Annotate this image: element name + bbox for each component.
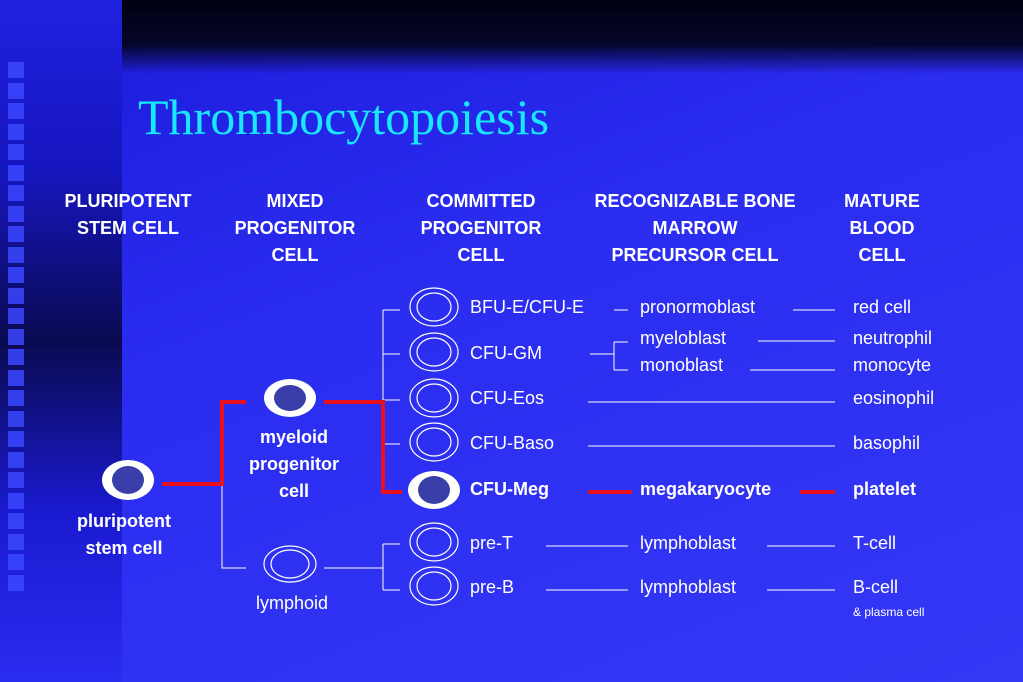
mature-plasma-note: & plasma cell	[853, 605, 925, 619]
pre-t-cell-icon	[409, 522, 459, 562]
decor-square	[8, 267, 24, 283]
mature-basophil: basophil	[853, 433, 921, 453]
header-mixed: MIXED PROGENITOR CELL	[234, 191, 356, 265]
page-title: Thrombocytopoiesis	[138, 89, 550, 145]
mature-red-cell: red cell	[853, 297, 912, 317]
committed-cfu-gm: CFU-GM	[470, 343, 542, 363]
bfu-e-cell-icon	[409, 287, 459, 327]
decor-square	[8, 144, 24, 160]
header-committed: COMMITTED PROGENITOR CELL	[420, 191, 542, 265]
committed-cell-icons	[409, 287, 459, 606]
pre-b-cell-icon	[409, 566, 459, 606]
precursor-lymphoblast-b: lymphoblast	[640, 577, 737, 597]
lymphoid-label: lymphoid	[256, 593, 329, 613]
header-mature: MATURE BLOOD CELL	[844, 191, 920, 265]
precursor-pronormoblast: pronormoblast	[640, 297, 756, 317]
mature-b-cell: B-cell	[853, 577, 899, 597]
decor-square	[8, 82, 24, 99]
committed-cfu-meg: CFU-Meg	[470, 479, 549, 499]
top-band	[122, 0, 1023, 44]
decor-square	[8, 308, 24, 324]
decor-square	[8, 533, 24, 550]
decor-square	[8, 164, 24, 181]
decor-square	[8, 513, 24, 529]
precursor-megakaryocyte: megakaryocyte	[640, 479, 772, 499]
decor-square	[8, 328, 24, 345]
decor-square	[8, 185, 24, 201]
committed-bfu-e: BFU-E/CFU-E	[470, 297, 584, 317]
platelet-pathway	[162, 400, 835, 494]
decor-square	[8, 369, 24, 386]
decor-square	[8, 246, 24, 263]
decor-square	[8, 554, 24, 570]
mature-monocyte: monocyte	[853, 355, 932, 375]
precursor-myeloblast: myeloblast	[640, 328, 727, 348]
decor-square	[8, 287, 24, 304]
decor-square	[8, 431, 24, 447]
decor-square	[8, 410, 24, 427]
committed-pre-b: pre-B	[470, 577, 515, 597]
decor-square	[8, 226, 24, 242]
cfu-baso-cell-icon	[409, 422, 459, 462]
cfu-eos-cell-icon	[409, 378, 459, 418]
committed-pre-t: pre-T	[470, 533, 514, 553]
stem-cell-label: pluripotent stem cell	[77, 511, 171, 558]
stem-cell-icon	[102, 460, 154, 500]
lymphoid-cell-icon	[263, 545, 317, 583]
cfu-gm-cell-icon	[409, 332, 459, 372]
decor-square	[8, 103, 24, 119]
committed-cfu-eos: CFU-Eos	[470, 388, 545, 408]
decor-square	[8, 123, 24, 140]
decor-square	[8, 574, 24, 591]
decor-square	[8, 349, 24, 365]
myeloid-cell-icon	[264, 379, 316, 417]
committed-cfu-baso: CFU-Baso	[470, 433, 555, 453]
mature-eosinophil: eosinophil	[853, 388, 935, 408]
mature-platelet: platelet	[853, 479, 917, 499]
header-recognizable: RECOGNIZABLE BONE MARROW PRECURSOR CELL	[594, 191, 796, 265]
header-pluripotent: PLURIPOTENT STEM CELL	[64, 191, 192, 238]
cfu-meg-cell-icon	[408, 471, 460, 509]
cell-icons	[102, 287, 460, 606]
precursor-lymphoblast-t: lymphoblast	[640, 533, 737, 553]
decor-square	[8, 205, 24, 222]
myeloid-label: myeloid progenitor cell	[249, 427, 339, 501]
top-band-fade	[122, 44, 1023, 74]
mature-t-cell: T-cell	[853, 533, 897, 553]
decor-square	[8, 62, 24, 78]
precursor-monoblast: monoblast	[640, 355, 724, 375]
decor-square	[8, 390, 24, 406]
decor-square	[8, 472, 24, 488]
decor-square	[8, 451, 24, 468]
mature-neutrophil: neutrophil	[853, 328, 933, 348]
decor-square	[8, 492, 24, 509]
